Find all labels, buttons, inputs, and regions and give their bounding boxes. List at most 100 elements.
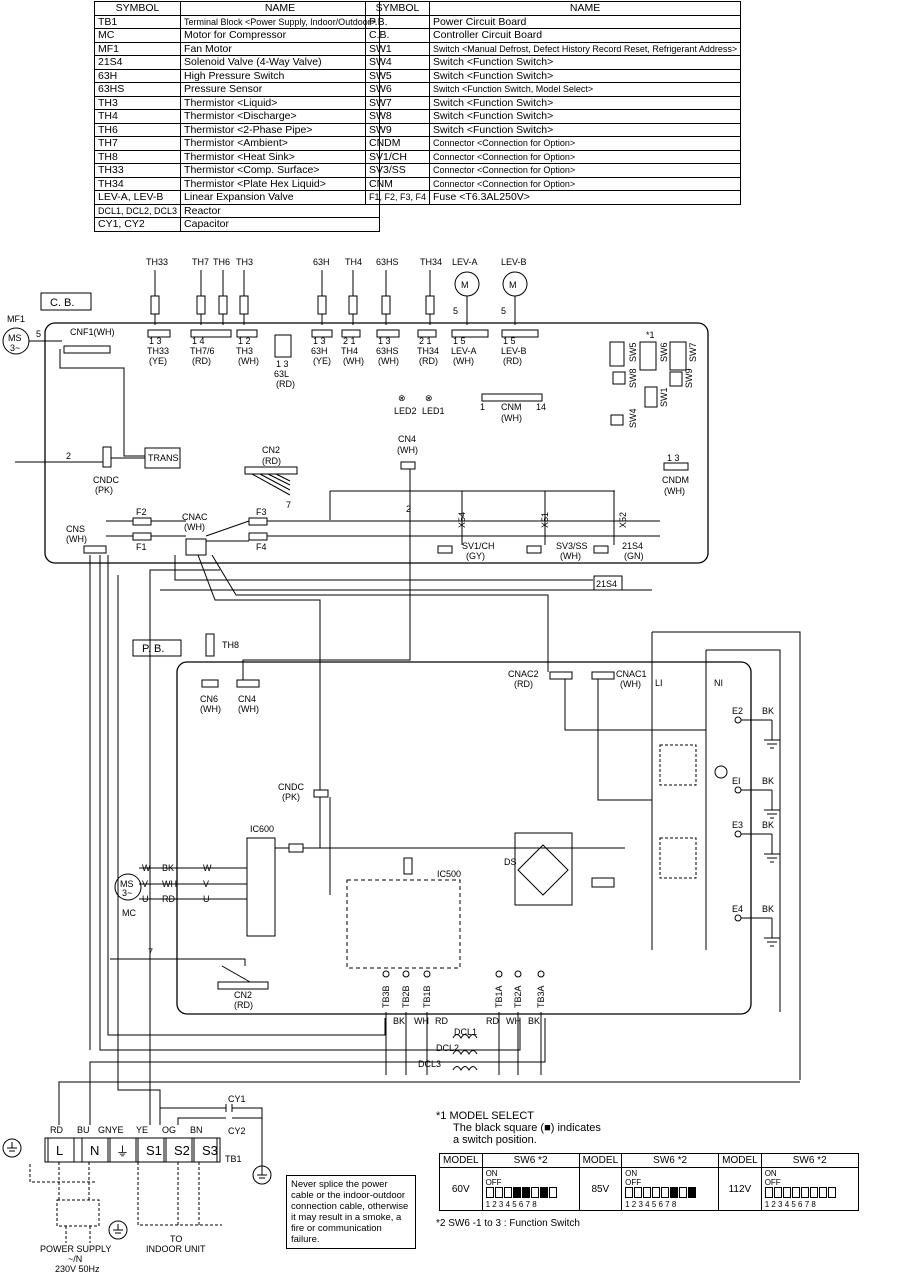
ground-icon [764, 834, 780, 863]
cnac2-color: (RD) [514, 679, 533, 689]
sensor-th33: TH33 [146, 257, 168, 267]
sw6-label: SW6 [659, 342, 669, 362]
ni-label: NI [714, 678, 723, 688]
mc-label: MC [122, 908, 136, 918]
dip-switch-icon [764, 1187, 773, 1198]
surge-absorber-icon [714, 765, 728, 779]
fuse-f1 [132, 532, 152, 541]
earth-color: BK [762, 706, 774, 716]
sensor-th3: TH3 [236, 257, 253, 267]
tb1-wire-color: BU [77, 1125, 90, 1135]
pb-cn4-connector [236, 679, 260, 688]
mf1-ms: MS [8, 333, 22, 343]
ground-icon [764, 918, 780, 947]
tb1-wire-color: GNYE [98, 1125, 124, 1135]
earth-color: BK [762, 820, 774, 830]
legend-symbol: SW1 [364, 41, 431, 56]
dip-switch-icon [773, 1187, 782, 1198]
cnac2-connector [549, 671, 573, 680]
ground-circle-icon [2, 1138, 22, 1158]
sw6-switch[interactable] [639, 341, 657, 371]
cn2-connector [244, 466, 298, 475]
pb-terminal [537, 970, 545, 978]
resistor-icon [591, 877, 615, 888]
connector-th34 [417, 329, 437, 338]
pb-terminal-label: TB3A [536, 985, 546, 1008]
sw9-switch[interactable] [669, 371, 683, 387]
cnm-pin14: 14 [536, 402, 546, 412]
earth-terminal [734, 786, 742, 794]
pb-cndc-connector [313, 789, 329, 798]
legend-symbol: SV3/SS [364, 163, 431, 178]
off-label: OFF [625, 1178, 642, 1187]
cndm-connector [663, 462, 689, 471]
sv1-connector [437, 545, 453, 554]
cns-color: (WH) [66, 534, 87, 544]
connector-pins: 1 3 [313, 336, 326, 346]
earth-color: BK [762, 776, 774, 786]
dip-switch-icon [782, 1187, 791, 1198]
earth-terminal [734, 914, 742, 922]
sensor-lev-b: LEV-B [501, 257, 527, 267]
sw8-switch[interactable] [612, 371, 626, 385]
filter-choke-2 [659, 837, 697, 879]
legend-symbol: P.B. [364, 14, 431, 29]
connector-63h [311, 329, 333, 338]
earth-label: EI [732, 776, 741, 786]
earth-terminal [734, 830, 742, 838]
connector-63hs [376, 329, 400, 338]
cndm-label: CNDM [662, 475, 689, 485]
sensor-body [239, 295, 249, 315]
cn2-color: (RD) [262, 456, 281, 466]
cnac-connector [185, 538, 207, 556]
relay-x54: X54 [457, 512, 467, 528]
dip-switch-icon [512, 1187, 521, 1198]
dip-switch-icon [679, 1187, 688, 1198]
pb-terminal-label: TB3B [381, 985, 391, 1008]
cnm-color: (WH) [501, 413, 522, 423]
sw4-switch[interactable] [610, 414, 624, 426]
pb-cn2-color: (RD) [234, 1000, 253, 1010]
cn6-color: (WH) [200, 704, 221, 714]
sensor-th4: TH4 [345, 257, 362, 267]
ground-circle-icon [252, 1165, 272, 1185]
connector-pins: 1 5 [503, 336, 516, 346]
cn4-connector [400, 461, 416, 470]
21s4-valve-label: 21S4 [596, 579, 617, 589]
connector-lev-a [451, 329, 489, 338]
warning-note: Never splice the power cable or the indo… [286, 1175, 416, 1249]
sw7-switch[interactable] [669, 341, 687, 371]
connector-pins: 1 4 [192, 336, 205, 346]
sw5-switch[interactable] [609, 341, 625, 367]
tb-wire-color: BK [528, 1016, 540, 1026]
power-breaker-box [56, 1199, 100, 1227]
ground-icon [113, 1224, 123, 1234]
cndm-color: (WH) [664, 486, 685, 496]
cnm-label: CNM [501, 402, 522, 412]
tb1-block [44, 1137, 218, 1163]
legend-symbol: F1, F2, F3, F4 [364, 190, 431, 205]
tb-wire-color: BK [393, 1016, 405, 1026]
connector-th3 [236, 329, 258, 338]
sw1-label: SW1 [659, 387, 669, 407]
21s4-label: 21S4 [622, 541, 643, 551]
th8-sensor [205, 633, 215, 657]
earth-label: E3 [732, 820, 743, 830]
legend-name: High Pressure Switch [180, 68, 380, 83]
reactor-label: DCL1 [454, 1027, 477, 1037]
dip-switch-icon [539, 1187, 548, 1198]
legend-symbol: SW7 [364, 95, 431, 110]
sw1-switch[interactable] [644, 386, 658, 408]
controller-board [44, 322, 709, 564]
footnote: *2 SW6 -1 to 3 : Function Switch [436, 1218, 580, 1229]
connector-color: (RD) [276, 379, 295, 389]
legend-name: Thermistor <Heat Sink> [180, 149, 380, 164]
